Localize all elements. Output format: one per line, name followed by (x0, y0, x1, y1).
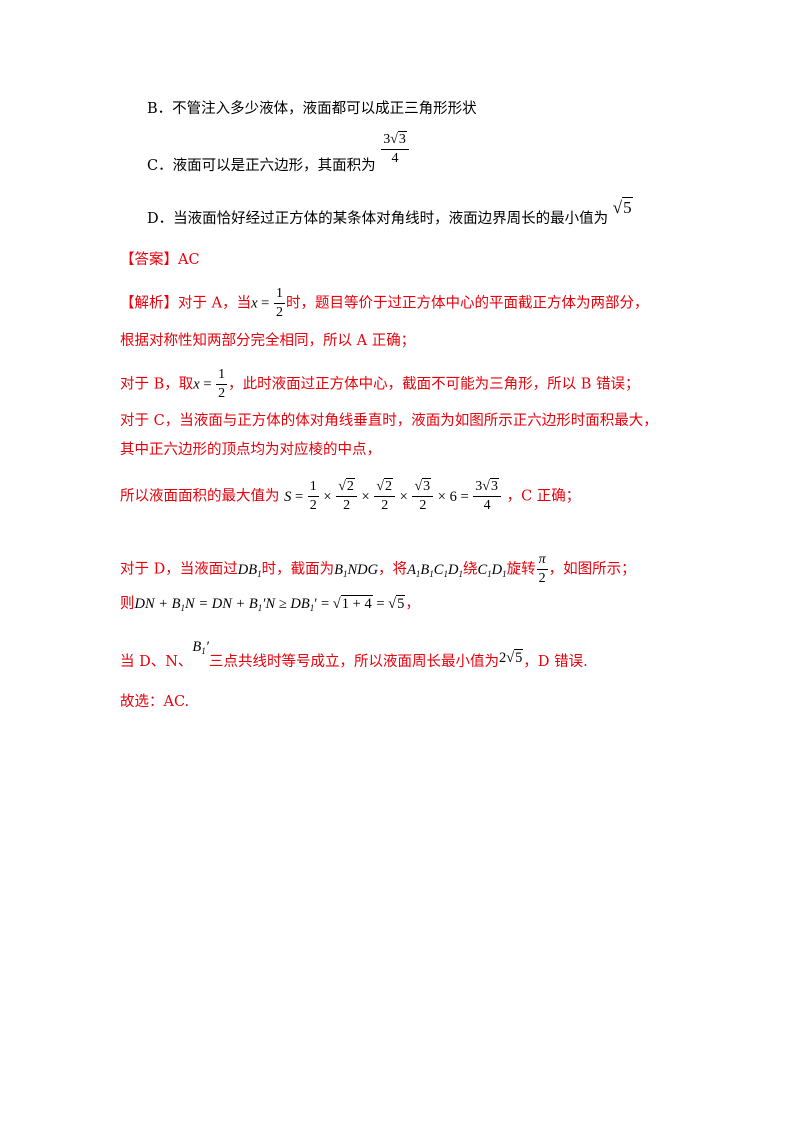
analysis-label: 【解析】 (120, 295, 178, 312)
conclusion: 故选：AC. (120, 694, 190, 710)
analysis-d-last2: 三点共线时等号成立，所以液面周长最小值为 (208, 654, 499, 670)
analysis-c-tail: ，C 正确； (506, 488, 581, 505)
answer-value: AC (178, 252, 200, 268)
analysis-d-last1: 当 D、N、 (120, 654, 193, 670)
analysis-a-text2: 时，题目等价于过正方体中心的平面截正方体为两部分， (285, 295, 649, 312)
option-c-text: C．液面可以是正六边形，其面积为 (147, 157, 376, 174)
analysis-c-text: 所以液面面积的最大值为 (120, 488, 280, 505)
option-c-area-fraction: 3√3 4 (381, 131, 409, 167)
face-a1b1c1d1: A1B1C1D1 (407, 561, 463, 579)
analysis-c-line1: 对于 C，当液面与正方体的体对角线垂直时，液面为如图所示正六边形时面积最大， (120, 413, 658, 429)
analysis-b-text2: ，此时液面过正方体中心，截面不可能为三角形，所以 B 错误； (228, 376, 640, 393)
analysis-d-last3: ，D 错误. (523, 654, 588, 670)
analysis-d-comma: ， (405, 596, 420, 612)
analysis-c-line2: 其中正六边形的顶点均为对应棱的中点， (120, 442, 381, 458)
analysis-d-then: 则 (120, 596, 135, 612)
analysis-b-text1: 对于 B，取 (120, 376, 194, 393)
var-x: x (193, 376, 200, 393)
point-b1-prime: B1′ (192, 639, 209, 656)
analysis-a-text1: 对于 A，当 (178, 295, 252, 312)
analysis-d-line3: 当 D、N、B1′三点共线时等号成立，所以液面周长最小值为2√5，D 错误. (120, 639, 588, 676)
analysis-d-text5: 旋转 (506, 561, 536, 578)
equals: = (199, 376, 216, 393)
min-perimeter: 2√5 (498, 649, 524, 666)
analysis-d-text1: 对于 D，当液面过 (120, 561, 238, 578)
answer-label: 【答案】 (120, 252, 178, 268)
analysis-d-text4: 绕 (462, 561, 478, 578)
answer: 【答案】AC (120, 250, 200, 270)
var-x: x (251, 295, 258, 312)
equals: = (257, 295, 273, 312)
analysis-d-line2: 则DN + B1N = DN + B1′N ≥ DB1′ = √1 + 4 = … (120, 594, 420, 618)
option-d-text: D．当液面恰好经过正方体的某条体对角线时，液面边界周长的最小值为 (147, 211, 609, 227)
section-b1ndg: B1NDG (334, 561, 379, 579)
option-b: B．不管注入多少液体，液面都可以成正三角形形状 (147, 101, 477, 117)
analysis-d-text3: ，将 (378, 561, 408, 578)
analysis-d-text6: ，如图所示； (548, 561, 636, 578)
option-c: C．液面可以是正六边形，其面积为 3√3 4 (147, 131, 410, 178)
option-d-sqrt5: √5 (612, 197, 633, 217)
edge-c1d1: C1D1 (477, 561, 507, 579)
segment-db1: DB1 (237, 561, 262, 579)
option-d: D．当液面恰好经过正方体的某条体对角线时，液面边界周长的最小值为 √5 (147, 197, 633, 229)
perimeter-inequality: DN + B1N = DN + B1′N ≥ DB1′ = √1 + 4 = √… (134, 595, 406, 613)
analysis-a-line2: 根据对称性知两部分完全相同，所以 A 正确； (120, 333, 416, 349)
analysis-d-text2: 时，截面为 (261, 561, 335, 578)
